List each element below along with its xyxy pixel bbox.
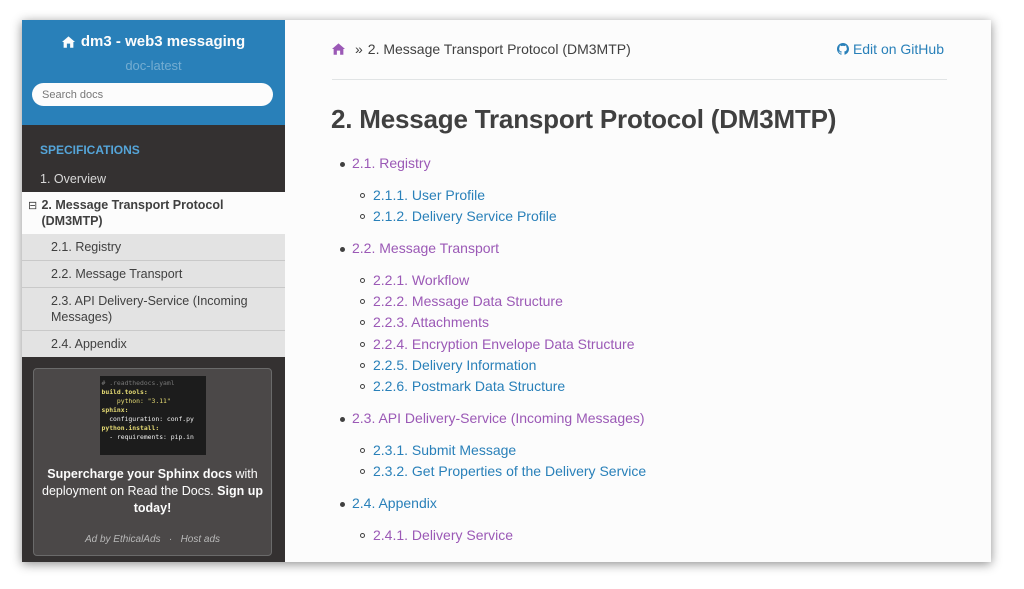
toc-subitem[interactable]: 2.4.1. Delivery Service xyxy=(359,527,514,543)
ethicalads-banner[interactable]: # .readthedocs.yaml build.tools: python:… xyxy=(33,368,272,556)
ad-code-line: python.install: xyxy=(101,424,160,432)
ad-code-line: configuration: conf.py xyxy=(101,415,194,423)
toc-item-appendix[interactable]: 2.4. Appendix xyxy=(340,495,437,511)
toc-item-message-transport[interactable]: 2.2. Message Transport xyxy=(339,240,500,256)
breadcrumb-current: 2. Message Transport Protocol (DM3MTP) xyxy=(367,41,631,57)
breadcrumb-separator: » xyxy=(355,41,363,57)
toc-subitem[interactable]: 2.3.2. Get Properties of the Delivery Se… xyxy=(359,463,647,479)
ad-text-plain: with deployment on Read the Docs. xyxy=(42,467,258,498)
toc-subitem[interactable]: 2.2.4. Encryption Envelope Data Structur… xyxy=(359,336,635,352)
ad-code-line: - requirements: pip.in xyxy=(101,433,194,441)
toc-subitem[interactable]: 2.1.2. Delivery Service Profile xyxy=(360,208,557,224)
ad-code-line: # .readthedocs.yaml xyxy=(101,379,175,387)
project-link[interactable]: dm3 - web3 messaging xyxy=(22,20,285,50)
edit-on-github-label: Edit on GitHub xyxy=(852,41,944,57)
ad-text-bold: Supercharge your Sphinx docs xyxy=(47,467,233,481)
toc-subitem[interactable]: 2.2.2. Message Data Structure xyxy=(360,293,563,309)
page-title: 2. Message Transport Protocol (DM3MTP) xyxy=(331,104,837,134)
sidebar-subitems: 2.1. Registry 2.2. Message Transport 2.3… xyxy=(22,234,285,357)
sidebar-item-api-delivery-service[interactable]: 2.3. API Delivery-Service (Incoming Mess… xyxy=(22,287,285,330)
toc-item-api-delivery-service[interactable]: 2.3. API Delivery-Service (Incoming Mess… xyxy=(340,410,645,426)
ad-code-line: sphinx: xyxy=(101,406,129,414)
toc-subitem[interactable]: 2.2.1. Workflow xyxy=(359,272,470,288)
divider xyxy=(332,79,947,80)
toc-subitem[interactable]: 2.2.6. Postmark Data Structure xyxy=(359,378,566,394)
project-title: dm3 - web3 messaging xyxy=(80,33,246,50)
ad-code-line: python: "3.11" xyxy=(101,397,171,405)
sidebar-item-current[interactable]: ⊟ 2. Message Transport Protocol (DM3MTP) xyxy=(22,192,285,234)
ad-code-image[interactable]: # .readthedocs.yaml build.tools: python:… xyxy=(99,376,206,455)
ad-text[interactable]: Supercharge your Sphinx docs with deploy… xyxy=(34,455,271,517)
home-icon[interactable] xyxy=(332,43,345,55)
nav-caption: SPECIFICATIONS xyxy=(40,143,140,157)
home-icon xyxy=(61,35,75,48)
github-icon xyxy=(836,43,849,55)
toc-subitem[interactable]: 2.2.5. Delivery Information xyxy=(359,357,537,373)
sidebar-item-overview[interactable]: 1. Overview xyxy=(40,172,106,186)
toc-item-registry[interactable]: 2.1. Registry xyxy=(340,155,431,171)
sidebar-item-registry[interactable]: 2.1. Registry xyxy=(22,234,285,260)
toc-subitem[interactable]: 2.1.1. User Profile xyxy=(359,187,486,203)
browser-page: dm3 - web3 messaging doc-latest SPECIFIC… xyxy=(22,20,991,562)
collapse-toggle-icon[interactable]: ⊟ xyxy=(28,200,38,212)
search-input[interactable] xyxy=(32,83,273,106)
sidebar-item-appendix[interactable]: 2.4. Appendix xyxy=(22,330,285,357)
main-content: » 2. Message Transport Protocol (DM3MTP)… xyxy=(285,20,991,562)
host-ads-link[interactable]: Host ads xyxy=(180,534,221,545)
version-label: doc-latest xyxy=(125,58,182,73)
breadcrumb: » 2. Message Transport Protocol (DM3MTP)… xyxy=(332,39,944,59)
sidebar: dm3 - web3 messaging doc-latest SPECIFIC… xyxy=(22,20,285,562)
edit-on-github-link[interactable]: Edit on GitHub xyxy=(836,41,944,57)
ad-footer: Ad by EthicalAds · Host ads xyxy=(34,534,271,545)
toc-subitem[interactable]: 2.2.3. Attachments xyxy=(360,314,489,330)
ad-by-link[interactable]: Ad by EthicalAds xyxy=(84,534,161,545)
sidebar-item-label: 2. Message Transport Protocol (DM3MTP) xyxy=(41,198,224,228)
sidebar-item-message-transport[interactable]: 2.2. Message Transport xyxy=(22,260,285,287)
toc-subitem[interactable]: 2.3.1. Submit Message xyxy=(359,442,517,458)
sidebar-header: dm3 - web3 messaging doc-latest xyxy=(22,20,285,125)
ad-code-line: build.tools: xyxy=(101,388,148,396)
ad-footer-sep: · xyxy=(168,534,173,545)
ad-text-cta: Sign up today! xyxy=(133,484,263,515)
